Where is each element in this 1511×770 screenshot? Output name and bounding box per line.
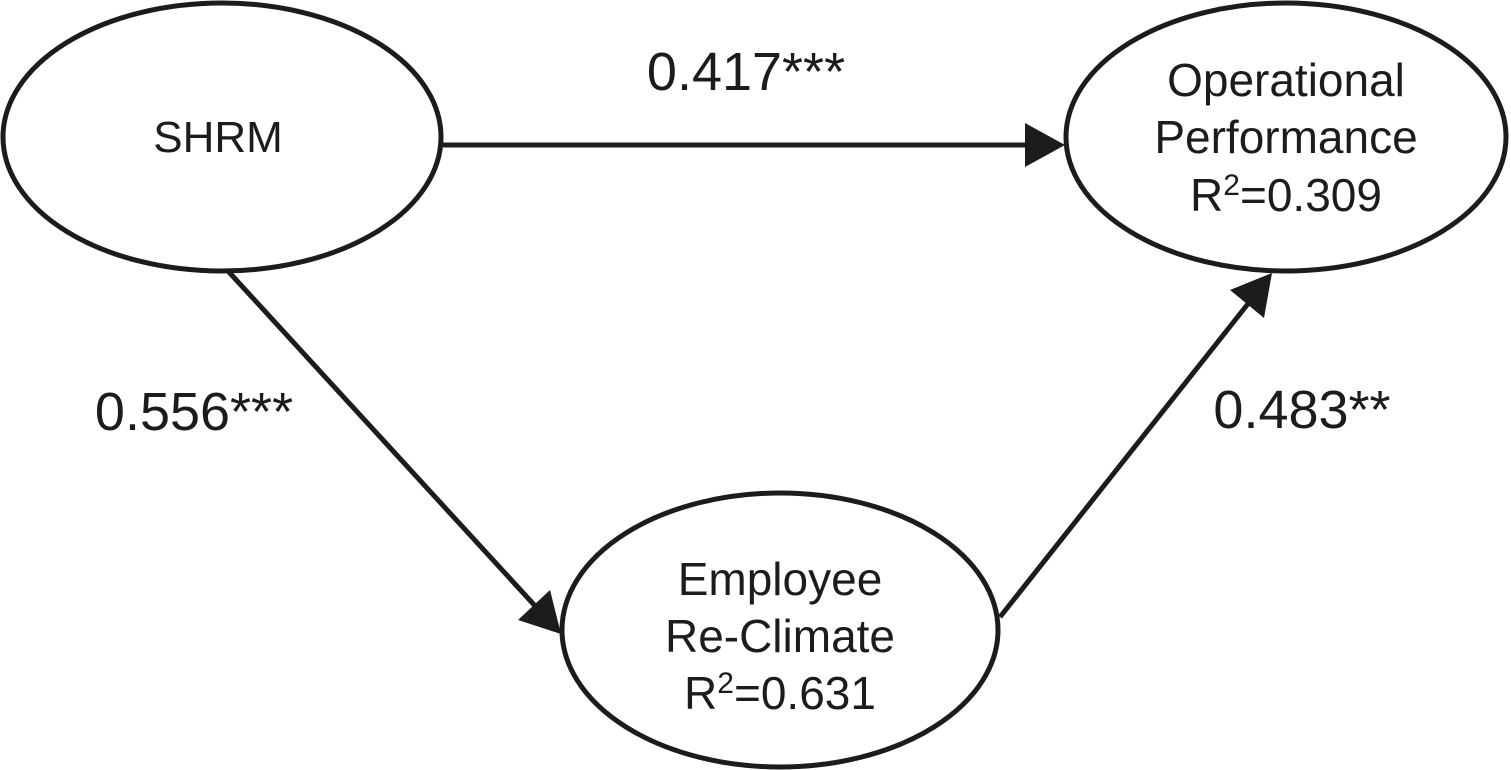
operational-performance-r2-base: R <box>1190 169 1223 221</box>
path-coefficient-label-employee-operational: 0.483** <box>1213 380 1390 440</box>
path-employee-to-operational-arrowhead-icon <box>1230 273 1272 318</box>
employee-re-climate-r2-base: R <box>684 667 717 719</box>
path-coefficient-label-shrm-operational: 0.417*** <box>647 42 845 102</box>
employee-re-climate-node-label-line2: Re-Climate <box>665 610 895 662</box>
employee-re-climate-r2-value: =0.631 <box>734 667 876 719</box>
operational-performance-node-label-line2: Performance <box>1154 111 1417 163</box>
operational-performance-node-r2-label: R2=0.309 <box>1190 169 1382 221</box>
employee-re-climate-node-r2-label: R2=0.631 <box>684 667 876 719</box>
path-coefficient-label-shrm-employee: 0.556*** <box>95 382 293 442</box>
path-shrm-to-operational-arrowhead-icon <box>1025 123 1065 167</box>
shrm-node-ellipse <box>0 0 444 274</box>
employee-re-climate-node-label-line1: Employee <box>678 553 883 605</box>
operational-performance-r2-value: =0.309 <box>1240 169 1382 221</box>
employee-re-climate-r2-superscript: 2 <box>717 667 734 700</box>
operational-performance-node-label-line1: Operational <box>1167 54 1405 106</box>
path-shrm-to-employee-line <box>226 269 539 610</box>
path-employee-to-operational-line <box>998 298 1253 619</box>
shrm-node-label: SHRM <box>153 113 283 162</box>
employee-re-climate-node-ellipse <box>559 490 1001 770</box>
path-shrm-to-employee-arrowhead-icon <box>518 590 561 634</box>
operational-performance-node-ellipse <box>1063 0 1509 274</box>
operational-performance-r2-superscript: 2 <box>1223 169 1240 202</box>
